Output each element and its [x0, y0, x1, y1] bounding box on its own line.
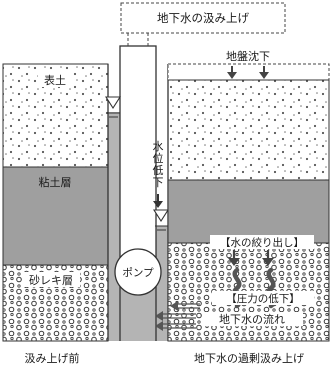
subsidence-arrow-icon [259, 72, 269, 79]
pump-circle [114, 248, 162, 296]
flow-arrow-icon [155, 311, 163, 321]
svg-text:下: 下 [153, 176, 164, 189]
after-caption: 地下水の過剰汲み上げ [194, 352, 304, 365]
water-drop-label: 水 位 低 下 [153, 140, 164, 189]
pump-title-box [120, 2, 286, 34]
clay-layer-after [167, 179, 330, 244]
clay-label: 粘土層 [39, 175, 72, 189]
water-drop-arrow-icon [153, 201, 163, 208]
squeeze-arrow-icon [262, 258, 274, 266]
clay-layer-before [2, 166, 109, 266]
squeeze-arrow-icon [228, 258, 240, 266]
well-water-left [108, 112, 120, 341]
well-water-right [156, 226, 168, 341]
original-ground-outline [167, 63, 330, 81]
gravel-label: 砂レキ層 [29, 274, 73, 287]
topsoil-layer-after [167, 79, 330, 181]
squeeze-label: 【水の絞り出し】 [220, 236, 304, 249]
topsoil-label: 表土 [44, 73, 66, 87]
flow-arrow-icon [170, 301, 178, 311]
svg-text:位: 位 [153, 151, 164, 165]
pressure-label: 【圧力の低下】 [226, 292, 300, 305]
svg-text:低: 低 [153, 164, 164, 177]
before-caption: 汲み上げ前 [25, 351, 80, 365]
pump-label: ポンプ [122, 267, 154, 279]
subsidence-arrows [227, 66, 269, 79]
subsidence-label: 地盤沈下 [226, 49, 270, 63]
pump-top-label: 地下水の汲み上げ [157, 11, 249, 25]
pump-pipe [119, 45, 157, 272]
water-level-before-icon [104, 96, 122, 110]
flow-label: 地下水の流れ [219, 312, 285, 326]
water-level-after-icon [152, 209, 170, 223]
well [104, 45, 170, 341]
subsidence-arrow-icon [227, 72, 237, 79]
groundwater-flow-arrows [155, 301, 200, 331]
svg-text:水: 水 [153, 140, 164, 153]
flow-arrow-icon [155, 321, 163, 331]
before-column [2, 63, 109, 342]
